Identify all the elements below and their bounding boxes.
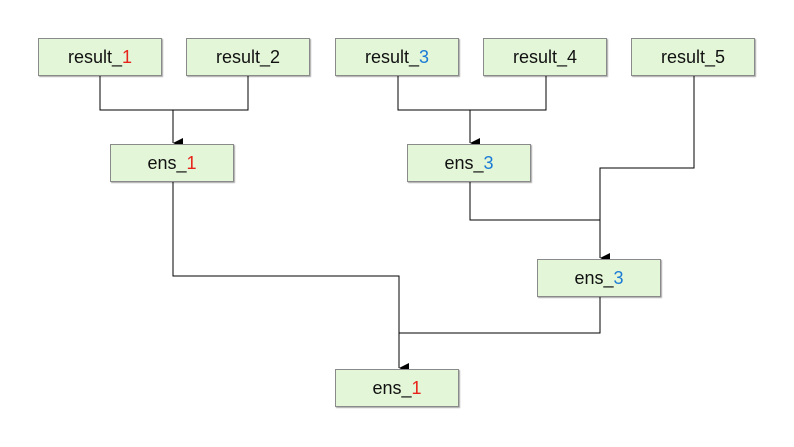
node-label-prefix: ens_ [444,152,484,173]
node-label-index: 2 [270,46,281,67]
node-label-prefix: result_ [215,46,270,67]
node-result-2: result_2 [186,38,310,76]
node-ens-1-upper: ens_1 [110,144,234,182]
node-label-prefix: ens_ [574,267,614,288]
node-ens-1-final: ens_1 [335,369,459,407]
node-result-3: result_3 [335,38,459,76]
edge-result1-result2-to-ens1 [99,76,249,111]
node-result-1: result_1 [38,38,162,76]
node-label-index: 1 [186,152,197,173]
node-label-index: 1 [122,46,133,67]
node-label-prefix: result_ [660,46,715,67]
node-label-prefix: result_ [67,46,122,67]
node-result-4: result_4 [483,38,607,76]
node-result-5: result_5 [631,38,755,76]
edge-ens3b-to-final [399,297,601,334]
edge-result3-result4-to-ens3 [397,76,547,111]
node-label-prefix: result_ [512,46,567,67]
node-label-index: 5 [715,46,726,67]
node-label-index: 3 [483,152,494,173]
node-ens-3-lower: ens_3 [537,259,661,297]
node-label-index: 3 [613,267,624,288]
edge-ens3-to-ens3b [469,182,600,221]
node-label-prefix: ens_ [372,377,412,398]
node-label-index: 3 [419,46,430,67]
node-label-index: 1 [411,377,422,398]
node-label-prefix: ens_ [147,152,187,173]
node-ens-3-upper: ens_3 [407,144,531,182]
edge-result5-to-ens3b [599,76,695,220]
edge-ens1-to-final [172,182,400,333]
node-label-index: 4 [567,46,578,67]
node-label-prefix: result_ [364,46,419,67]
